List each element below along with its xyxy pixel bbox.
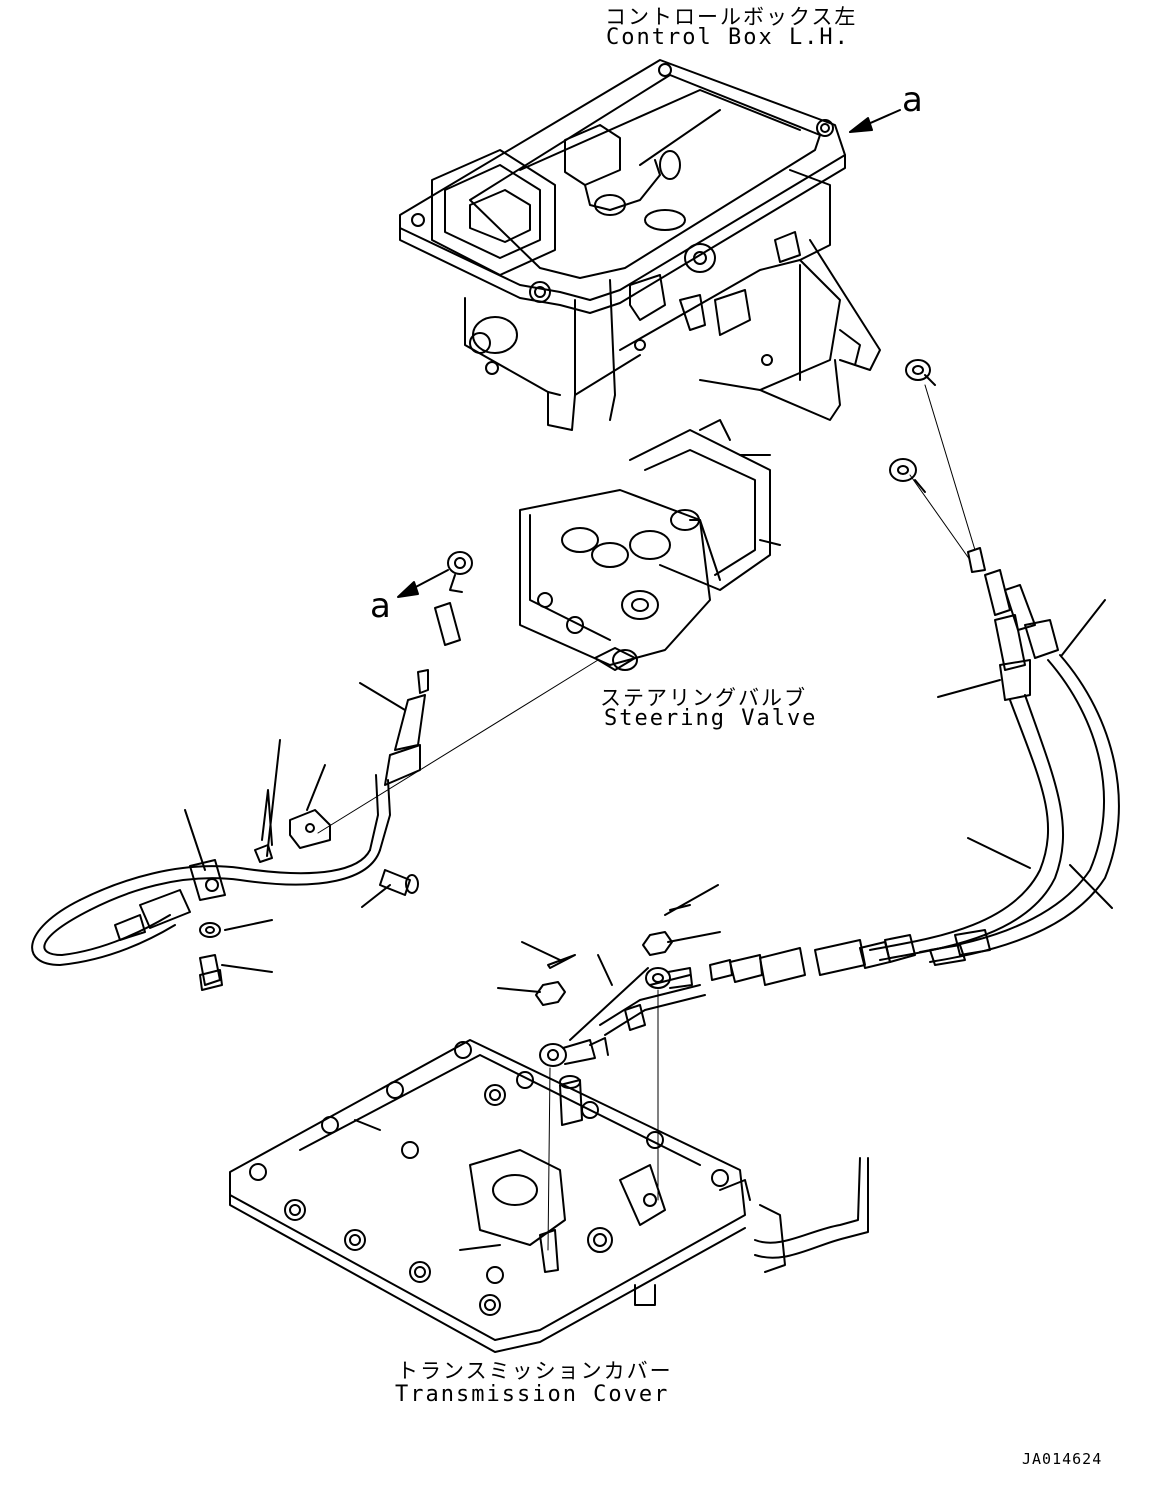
left-cable-assembly (31, 551, 599, 991)
right-cable-assembly (497, 384, 1120, 1251)
control-box-label-en: Control Box L.H. (606, 25, 850, 50)
transmission-cover-label-jp: トランスミッションカバー (397, 1359, 673, 1383)
callout-a-left: a (370, 586, 391, 626)
transmission-cover-assembly (229, 1039, 869, 1353)
transmission-cover-label-en: Transmission Cover (395, 1382, 670, 1407)
control-box-assembly (399, 59, 936, 431)
document-id: JA014624 (1022, 1450, 1103, 1468)
control-box-label-jp: コントロールボックス左 (605, 5, 858, 29)
callout-a-top: a (902, 80, 923, 120)
steering-valve-assembly (519, 419, 781, 671)
steering-valve-label-jp: ステアリングバルブ (600, 686, 807, 710)
steering-valve-label-en: Steering Valve (604, 706, 818, 731)
